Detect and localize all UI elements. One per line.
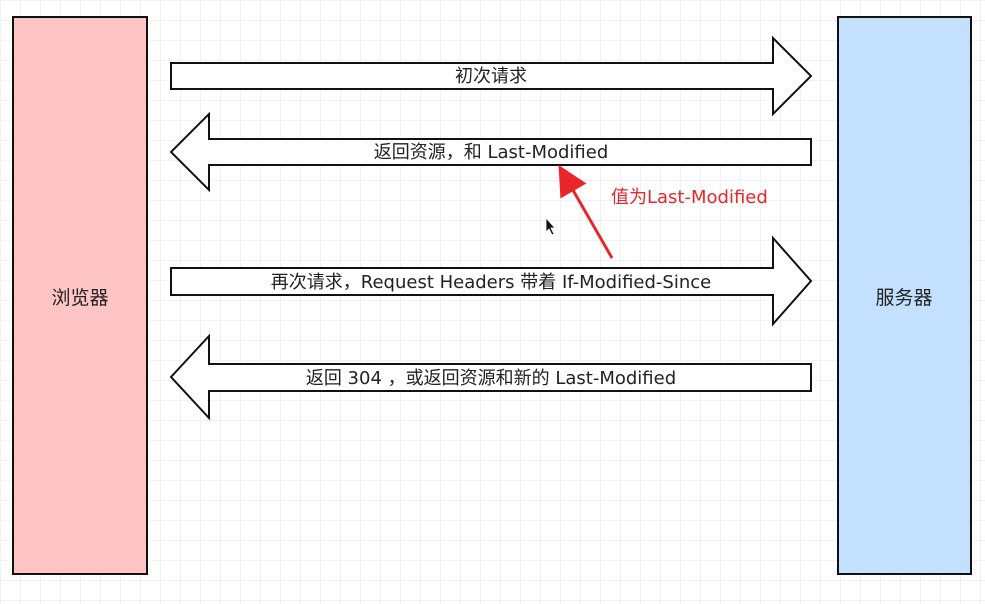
browser-box-rect <box>12 16 148 575</box>
server-box: 服务器 <box>837 16 972 575</box>
server-box-rect <box>837 16 972 575</box>
arrow-304-response: 返回 304 ，或返回资源和新的 Last-Modified <box>169 333 812 421</box>
arrow-second-request-label: 再次请求，Request Headers 带着 If-Modified-Sinc… <box>271 272 711 293</box>
arrow-right-shape <box>170 235 813 327</box>
arrow-return-resource: 返回资源，和 Last-Modified <box>169 111 812 193</box>
server-box-label: 服务器 <box>875 287 932 309</box>
arrow-initial-request: 初次请求 <box>170 35 813 117</box>
annotation-label: 值为Last-Modified <box>611 187 768 208</box>
arrow-left-shape <box>169 333 812 421</box>
annotation: 值为Last-Modified <box>558 164 768 259</box>
arrow-second-request: 再次请求，Request Headers 带着 If-Modified-Sinc… <box>170 235 813 327</box>
arrow-return-resource-label: 返回资源，和 Last-Modified <box>374 142 609 163</box>
arrow-left-shape <box>169 111 812 193</box>
browser-box-label: 浏览器 <box>51 287 108 309</box>
annotation-arrow-line <box>558 164 614 259</box>
arrow-initial-request-label: 初次请求 <box>455 66 527 87</box>
arrow-right-shape <box>170 35 813 117</box>
arrow-304-response-label: 返回 304 ，或返回资源和新的 Last-Modified <box>306 368 676 389</box>
browser-box: 浏览器 <box>12 16 148 575</box>
mouse-cursor-icon <box>545 216 556 236</box>
